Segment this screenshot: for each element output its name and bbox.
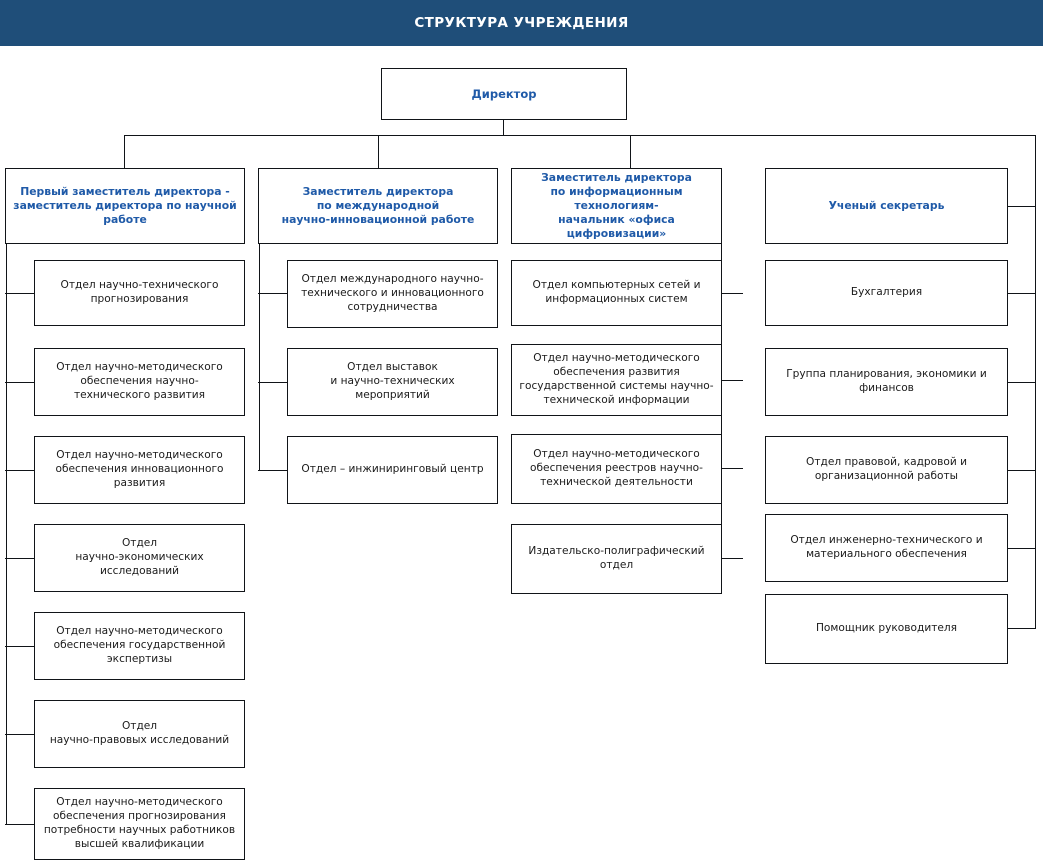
node-c1-sci-tech-development[interactable]: Отдел научно-методического обеспечения н… <box>34 348 245 416</box>
connector-c2-stub-2 <box>258 470 287 472</box>
connector-c4-stub-2 <box>1008 470 1035 472</box>
page-header-band: СТРУКТУРА УЧРЕЖДЕНИЯ <box>0 0 1043 46</box>
connector-bus-drop-col4 <box>1034 135 1036 629</box>
connector-bus-drop-col3 <box>630 135 632 168</box>
connector-c1-stub-2 <box>5 470 34 472</box>
node-c2-engineering-center[interactable]: Отдел – инжиниринговый центр <box>287 436 498 504</box>
node-c1-qualification-forecasting-label: Отдел научно-методического обеспечения п… <box>43 796 236 850</box>
connector-main-bus <box>124 135 1036 137</box>
node-c1-economic-research-label: Отдел научно-экономических исследований <box>75 537 204 577</box>
node-c3-registries[interactable]: Отдел научно-методического обеспечения р… <box>511 434 722 504</box>
connector-bus-drop-col2 <box>378 135 380 168</box>
node-c1-state-expertise[interactable]: Отдел научно-методического обеспечения г… <box>34 612 245 680</box>
node-c3-sti-system-development-label: Отдел научно-методического обеспечения р… <box>519 352 714 406</box>
connector-c3-stub-1 <box>721 380 743 382</box>
connector-c4-stub-0 <box>1008 293 1035 295</box>
connector-root-drop <box>503 120 505 136</box>
connector-c1-stub-3 <box>5 558 34 560</box>
node-c1-legal-research-label: Отдел научно-правовых исследований <box>49 720 230 746</box>
connector-c3-stub-2 <box>721 468 743 470</box>
node-deputy-director-international[interactable]: Заместитель директора по международной н… <box>258 168 498 244</box>
node-c4-legal-hr-organizational[interactable]: Отдел правовой, кадровой и организационн… <box>765 436 1008 504</box>
node-c4-head-assistant[interactable]: Помощник руководителя <box>765 594 1008 664</box>
connector-c1-stub-5 <box>5 734 34 736</box>
connector-c2-stub-1 <box>258 382 287 384</box>
node-c1-innovation-development[interactable]: Отдел научно-методического обеспечения и… <box>34 436 245 504</box>
node-c3-registries-label: Отдел научно-методического обеспечения р… <box>530 448 703 488</box>
connector-c4-stub-3 <box>1008 548 1035 550</box>
node-c4-accounting[interactable]: Бухгалтерия <box>765 260 1008 326</box>
connector-c1-stub-1 <box>5 382 34 384</box>
node-c3-publishing-label: Издательско-полиграфический отдел <box>528 545 705 571</box>
node-c3-computer-networks-label: Отдел компьютерных сетей и информационны… <box>532 279 701 305</box>
connector-c1-stub-6 <box>5 824 34 826</box>
node-c1-legal-research[interactable]: Отдел научно-правовых исследований <box>34 700 245 768</box>
node-c3-publishing[interactable]: Издательско-полиграфический отдел <box>511 524 722 594</box>
connector-c4-stub-4 <box>1008 628 1035 630</box>
node-first-deputy-director[interactable]: Первый заместитель директора - заместите… <box>5 168 245 244</box>
connector-c3-stub-3 <box>721 558 743 560</box>
node-c3-computer-networks[interactable]: Отдел компьютерных сетей и информационны… <box>511 260 722 326</box>
connector-c4-stub-head <box>1008 206 1035 208</box>
node-c4-accounting-label: Бухгалтерия <box>850 286 923 299</box>
node-scientific-secretary-label: Ученый секретарь <box>828 198 945 212</box>
node-c4-legal-hr-organizational-label: Отдел правовой, кадровой и организационн… <box>806 456 967 482</box>
node-director-label: Директор <box>471 86 537 101</box>
node-c1-state-expertise-label: Отдел научно-методического обеспечения г… <box>53 625 226 665</box>
node-c4-planning-economics-finance-label: Группа планирования, экономики и финансо… <box>786 368 987 394</box>
connector-c3-stub-0 <box>721 293 743 295</box>
page-title: СТРУКТУРА УЧРЕЖДЕНИЯ <box>414 15 629 31</box>
node-c3-sti-system-development[interactable]: Отдел научно-методического обеспечения р… <box>511 344 722 416</box>
node-c1-forecasting[interactable]: Отдел научно-технического прогнозировани… <box>34 260 245 326</box>
node-c4-head-assistant-label: Помощник руководителя <box>815 622 958 635</box>
connector-c2-stub-0 <box>258 293 287 295</box>
node-director[interactable]: Директор <box>381 68 627 120</box>
node-c4-engineering-material-support[interactable]: Отдел инженерно-технического и материаль… <box>765 514 1008 582</box>
connector-c1-stub-0 <box>5 293 34 295</box>
node-first-deputy-director-label: Первый заместитель директора - заместите… <box>13 184 237 227</box>
connector-col2-spine <box>258 244 260 471</box>
node-c4-engineering-material-support-label: Отдел инженерно-технического и материаль… <box>790 534 983 560</box>
node-c2-engineering-center-label: Отдел – инжиниринговый центр <box>301 463 484 476</box>
node-deputy-director-it[interactable]: Заместитель директора по информационным … <box>511 168 722 244</box>
node-c2-international-cooperation-label: Отдел международного научно- техническог… <box>301 273 484 313</box>
node-c2-international-cooperation[interactable]: Отдел международного научно- техническог… <box>287 260 498 328</box>
node-deputy-director-international-label: Заместитель директора по международной н… <box>281 184 475 227</box>
connector-c4-stub-1 <box>1008 382 1035 384</box>
node-c1-innovation-development-label: Отдел научно-методического обеспечения и… <box>55 449 224 489</box>
node-deputy-director-it-label: Заместитель директора по информационным … <box>541 170 692 241</box>
node-c2-exhibitions-label: Отдел выставок и научно-технических меро… <box>330 361 455 401</box>
node-c1-qualification-forecasting[interactable]: Отдел научно-методического обеспечения п… <box>34 788 245 860</box>
connector-bus-drop-col1 <box>124 135 126 168</box>
node-c1-forecasting-label: Отдел научно-технического прогнозировани… <box>60 279 219 305</box>
connector-c1-stub-4 <box>5 646 34 648</box>
node-c1-economic-research[interactable]: Отдел научно-экономических исследований <box>34 524 245 592</box>
node-scientific-secretary[interactable]: Ученый секретарь <box>765 168 1008 244</box>
node-c4-planning-economics-finance[interactable]: Группа планирования, экономики и финансо… <box>765 348 1008 416</box>
node-c2-exhibitions[interactable]: Отдел выставок и научно-технических меро… <box>287 348 498 416</box>
node-c1-sci-tech-development-label: Отдел научно-методического обеспечения н… <box>56 361 223 401</box>
connector-col1-spine <box>5 244 7 824</box>
